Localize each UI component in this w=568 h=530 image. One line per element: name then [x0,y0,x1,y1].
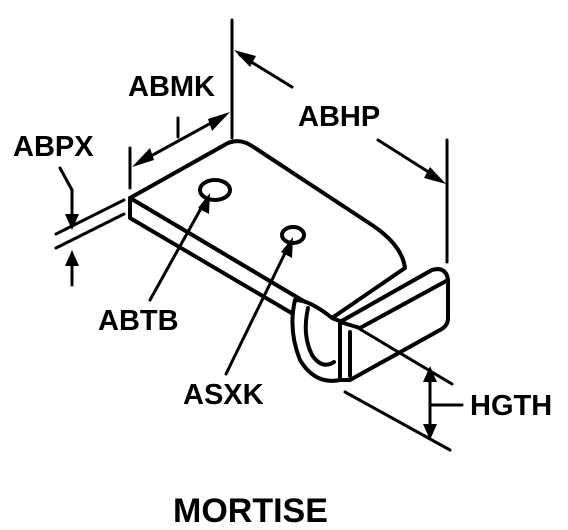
abpx-arrow-bottom [65,250,79,266]
knuckle-inner-curve [303,306,336,367]
abhp-arrow-left [234,50,256,67]
abpx-ext-bottom [54,212,126,250]
abhp-arrow-right [424,167,446,184]
hgth-arrow-top [423,366,437,382]
leader-abtb: ABTB [98,193,210,337]
abhp-label: ABHP [298,101,380,133]
abmk-arrow-right [208,112,230,131]
abpx-leader [58,166,74,192]
abpx-ext-top [54,198,126,236]
hole-large [198,178,232,202]
hgth-arrow-bottom [423,424,437,440]
dim-abhp: ABHP [234,50,449,264]
hgth-ext-bottom [343,390,452,452]
asxk-leader [224,245,290,376]
dim-abmk: ABMK [128,18,234,190]
abpx-arrow-top [65,214,79,230]
dim-hgth: HGTH [343,326,552,452]
abmk-label: ABMK [128,71,215,103]
abmk-dim-line [138,115,224,164]
hgth-label: HGTH [470,390,552,422]
hole-small [280,225,306,245]
abpx-label: ABPX [13,131,94,163]
abtb-leader [148,201,206,302]
plate-lip-top [338,267,450,330]
abmk-arrow-left [132,148,154,167]
leader-asxk: ASXK [183,237,293,411]
abtb-label: ABTB [98,305,179,337]
dim-abpx: ABPX [13,131,126,287]
hgth-ext-top [356,326,454,386]
mortise-part [128,139,450,383]
asxk-arrow [281,237,293,258]
diagram-title: MORTISE [173,492,328,530]
plate-top-face [128,139,407,320]
asxk-label: ASXK [183,379,264,411]
abtb-arrow [198,193,210,214]
